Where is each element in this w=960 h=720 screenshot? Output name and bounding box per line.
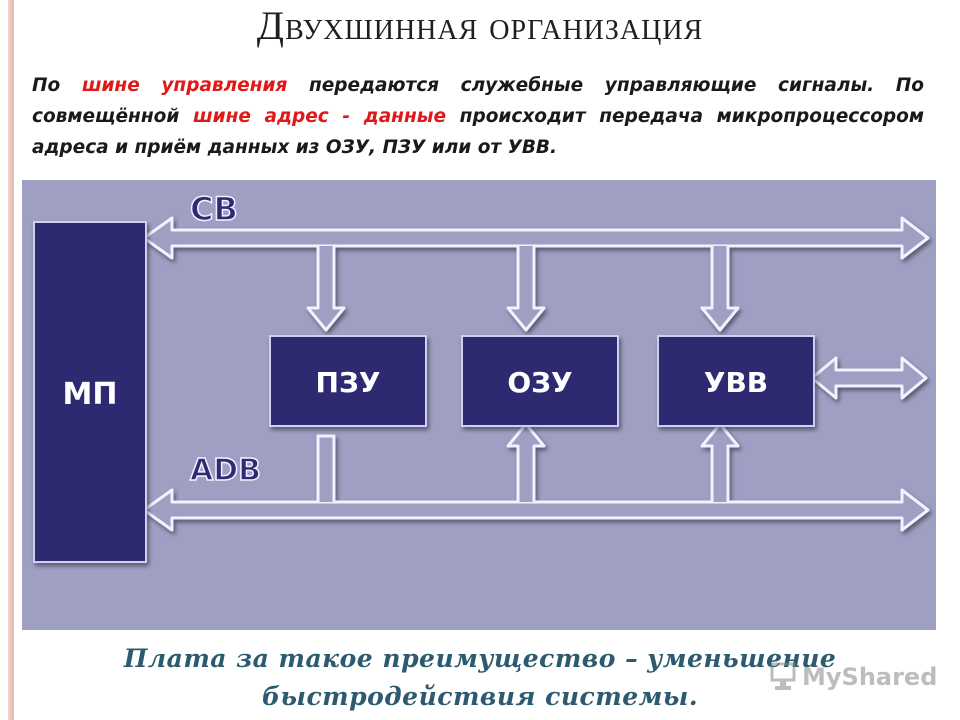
footer-conclusion: Плата за такое преимущество – уменьшение… [0,640,960,716]
control-bus-term: шине управления [81,75,288,96]
description-paragraph: По шине управления передаются служебные … [32,70,924,163]
address-data-bus-term: шине адрес - данные [192,106,447,127]
ram-block [461,335,619,427]
slide-title: Двухшинная организация [256,3,704,48]
control-bus-label: СВ [190,190,238,228]
io-label: УВВ [704,366,768,399]
control-bus-arrows [142,216,930,332]
rom-label: ПЗУ [316,366,381,399]
footer-line-2: быстродействия системы. [261,682,699,711]
io-external-arrow [810,356,928,400]
io-block [657,335,815,427]
control-to-rom-arrow [306,246,346,332]
rom-block [269,335,427,427]
paragraph-part-2: передаются служебные управляющие сигналы… [32,75,925,127]
watermark-text: MyShared [802,663,938,691]
ram-label: ОЗУ [507,366,572,399]
mp-block [33,221,147,563]
mp-label: МП [63,377,118,412]
paragraph-part-1: По [32,75,82,96]
left-decorative-bar [8,0,14,720]
control-to-io-arrow [700,246,740,332]
watermark: MyShared [770,660,937,694]
paragraph-part-3: происходит передача микропроцессором адр… [32,106,924,158]
address-data-bus-label: ADB [190,453,261,488]
address-data-bus-arrow [142,488,930,532]
control-bus-arrow [142,216,930,260]
bus-diagram: СВ ADB МП ПЗУ ОЗУ УВВ [22,180,936,630]
footer-line-1: Плата за такое преимущество – уменьшение [123,644,837,673]
rom-to-bus-connector [316,434,336,502]
watermark-logo-icon [770,662,796,690]
control-to-ram-arrow [506,246,546,332]
